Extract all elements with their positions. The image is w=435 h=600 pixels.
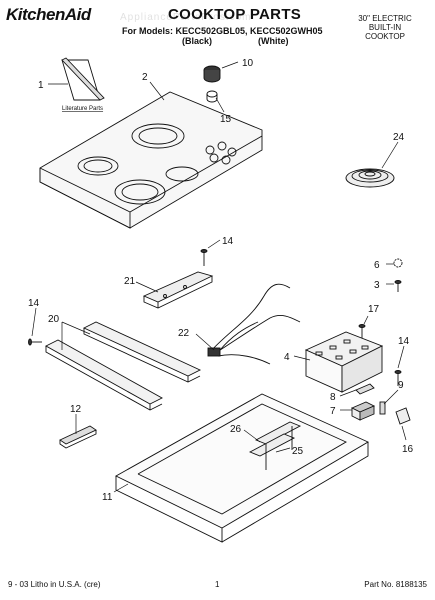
callout-7: 7 [330,406,336,417]
limiter-7 [350,401,376,421]
callout-14-right: 14 [398,336,410,347]
callout-12: 12 [70,404,82,415]
heating-element [345,168,395,188]
callout-4: 4 [284,352,290,363]
page-title: COOKTOP PARTS [168,6,302,23]
screw-17 [358,324,366,338]
screw-right [394,370,402,386]
callout-22: 22 [178,328,190,339]
callout-14-top: 14 [222,236,234,247]
variant-white: (White) [258,36,289,46]
literature-booklet [61,57,105,101]
side-rails [45,321,202,411]
footer-part-number: Part No. 8188135 [364,580,427,589]
callout-6: 6 [374,260,380,271]
models-line: For Models: KECC502GBL05, KECC502GWH05 [122,26,323,36]
screw-top [200,249,208,266]
callout-8: 8 [330,392,336,403]
callout-17: 17 [368,304,380,315]
callout-1: 1 [38,80,44,91]
variant-black: (Black) [182,36,213,46]
product-line-2: BUILT-IN [368,23,402,32]
callout-21: 21 [124,276,136,287]
callout-26: 26 [230,424,242,435]
callout-11: 11 [102,492,113,503]
bracket-21 [142,271,214,309]
product-description: 30" ELECTRIC BUILT-IN COOKTOP [345,14,425,41]
watermark: AppliancePartsPros.com [120,12,252,23]
product-line-3: COOKTOP [365,32,405,41]
callout-10: 10 [242,58,254,69]
callout-3: 3 [374,280,380,291]
callout-16: 16 [402,444,414,455]
screw-left [28,338,42,346]
bracket-8 [355,383,375,395]
footer-print-info: 9 - 03 Litho in U.S.A. (cre) [8,580,101,589]
callout-25: 25 [292,446,304,457]
callout-14-left: 14 [28,298,40,309]
part-9 [379,401,386,415]
footer-page-number: 1 [215,580,220,589]
screw-3 [394,280,402,292]
brand-logo: KitchenAid [6,5,91,24]
part-16 [395,407,411,425]
literature-label: Literature Parts [62,106,103,112]
callout-20: 20 [48,314,60,325]
clip-6 [393,258,403,268]
callout-24: 24 [393,132,405,143]
terminal-strip-12 [59,425,97,449]
callout-2: 2 [142,72,148,83]
callout-9: 9 [398,380,404,391]
control-knob [203,65,221,103]
callout-15: 15 [220,114,232,125]
leader-lines [31,61,407,493]
cooktop-glass [39,91,263,229]
burner-box [115,393,369,543]
switch-box [304,331,384,393]
product-line-1: 30" ELECTRIC [358,14,412,23]
wiring-harness [207,283,301,365]
